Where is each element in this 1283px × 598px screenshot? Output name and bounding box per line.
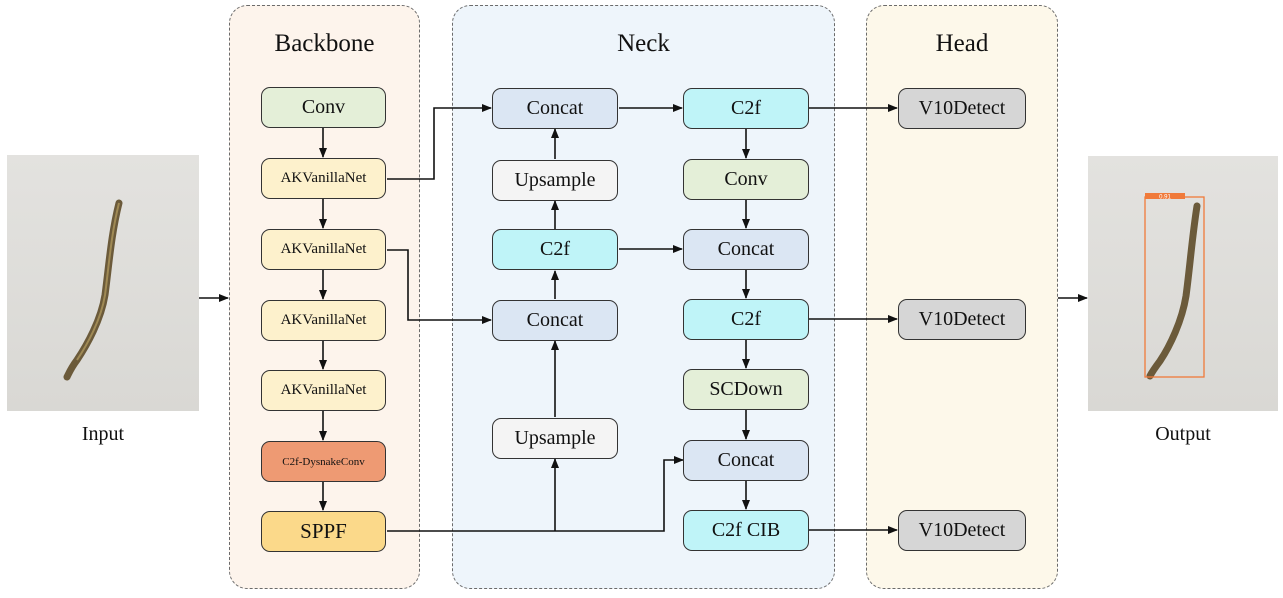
neck-c2f-cib-block: C2f CIB (683, 510, 809, 551)
neck-concat-right-block: Concat (683, 229, 809, 270)
backbone-akvanillanet-block-2: AKVanillaNet (261, 229, 386, 270)
neck-upsample-bottom-block: Upsample (492, 418, 618, 459)
neck-title: Neck (617, 30, 670, 57)
neck-conv-block: Conv (683, 159, 809, 200)
backbone-c2f-dysnakeconv-block: C2f-DysnakeConv (261, 441, 386, 482)
detection-tag-bg (1145, 193, 1185, 199)
neck-c2f-top-block: C2f (683, 88, 809, 129)
input-image (7, 155, 199, 411)
backbone-title: Backbone (274, 30, 375, 57)
input-label: Input (81, 423, 125, 445)
output-label: Output (1155, 423, 1211, 445)
neck-upsample-top-block: Upsample (492, 160, 618, 201)
input-specimen-drawing (63, 199, 123, 381)
backbone-akvanillanet-block-4: AKVanillaNet (261, 370, 386, 411)
neck-concat-top-block: Concat (492, 88, 618, 129)
neck-scdown-block: SCDown (683, 369, 809, 410)
head-v10detect-block-1: V10Detect (898, 88, 1026, 129)
head-v10detect-block-3: V10Detect (898, 510, 1026, 551)
backbone-conv-block: Conv (261, 87, 386, 128)
neck-concat-mid-block: Concat (492, 300, 618, 341)
output-specimen-drawing: 0.91 (1144, 193, 1205, 380)
head-v10detect-block-2: V10Detect (898, 299, 1026, 340)
backbone-akvanillanet-block-3: AKVanillaNet (261, 300, 386, 341)
neck-c2f-right-block: C2f (683, 299, 809, 340)
output-image: 0.91 (1088, 156, 1278, 411)
detection-tag: 0.91 (1159, 195, 1171, 201)
backbone-sppf-block: SPPF (261, 511, 386, 552)
neck-concat-bottom-block: Concat (683, 440, 809, 481)
neck-c2f-mid-block: C2f (492, 229, 618, 270)
backbone-akvanillanet-block-1: AKVanillaNet (261, 158, 386, 199)
head-title: Head (935, 30, 989, 57)
